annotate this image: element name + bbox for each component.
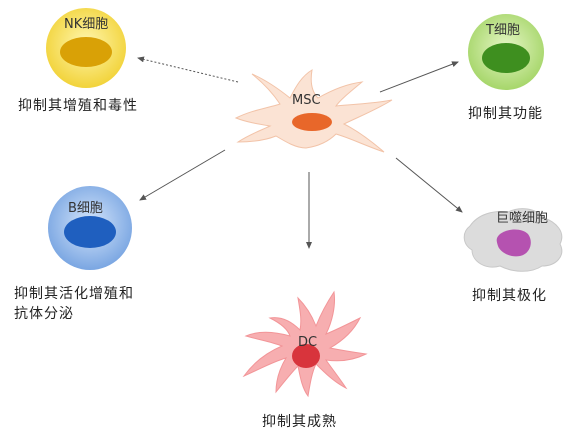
- dc-label: DC: [298, 335, 317, 350]
- macrophage-label: 巨噬细胞: [496, 211, 548, 226]
- dc-nucleus: [292, 344, 320, 368]
- t-cell-nucleus: [482, 43, 530, 73]
- b-cell: B细胞: [48, 186, 132, 270]
- macrophage-nucleus: [496, 229, 531, 257]
- nk-cell-label: NK细胞: [64, 17, 108, 32]
- macrophage-effect-text: 抑制其极化: [472, 288, 547, 304]
- b-effect-text-line1: 抑制其活化增殖和: [14, 285, 134, 302]
- macrophage-cell: 巨噬细胞: [463, 208, 563, 272]
- msc-cell: MSC: [234, 69, 393, 153]
- t-cell: T细胞: [468, 14, 544, 90]
- b-cell-label: B细胞: [68, 201, 103, 216]
- arrow-msc-to-nk: [137, 56, 239, 83]
- arrow-msc-to-b: [139, 149, 226, 201]
- nk-effect-text: 抑制其增殖和毒性: [18, 97, 138, 114]
- dc-cell: DC: [242, 290, 368, 398]
- msc-label: MSC: [292, 93, 321, 108]
- msc-nucleus: [292, 113, 332, 131]
- b-cell-nucleus: [64, 216, 116, 248]
- t-effect-text: 抑制其功能: [468, 106, 543, 122]
- msc-cell-body: [234, 69, 393, 153]
- nk-cell-nucleus: [60, 37, 112, 67]
- arrow-msc-to-macrophage: [395, 157, 463, 213]
- arrow-msc-to-t: [379, 61, 459, 93]
- b-effect-text-line2: 抗体分泌: [14, 306, 74, 322]
- nk-cell: NK细胞: [46, 8, 126, 88]
- t-cell-label: T细胞: [485, 23, 520, 38]
- dc-effect-text: 抑制其成熟: [262, 414, 337, 430]
